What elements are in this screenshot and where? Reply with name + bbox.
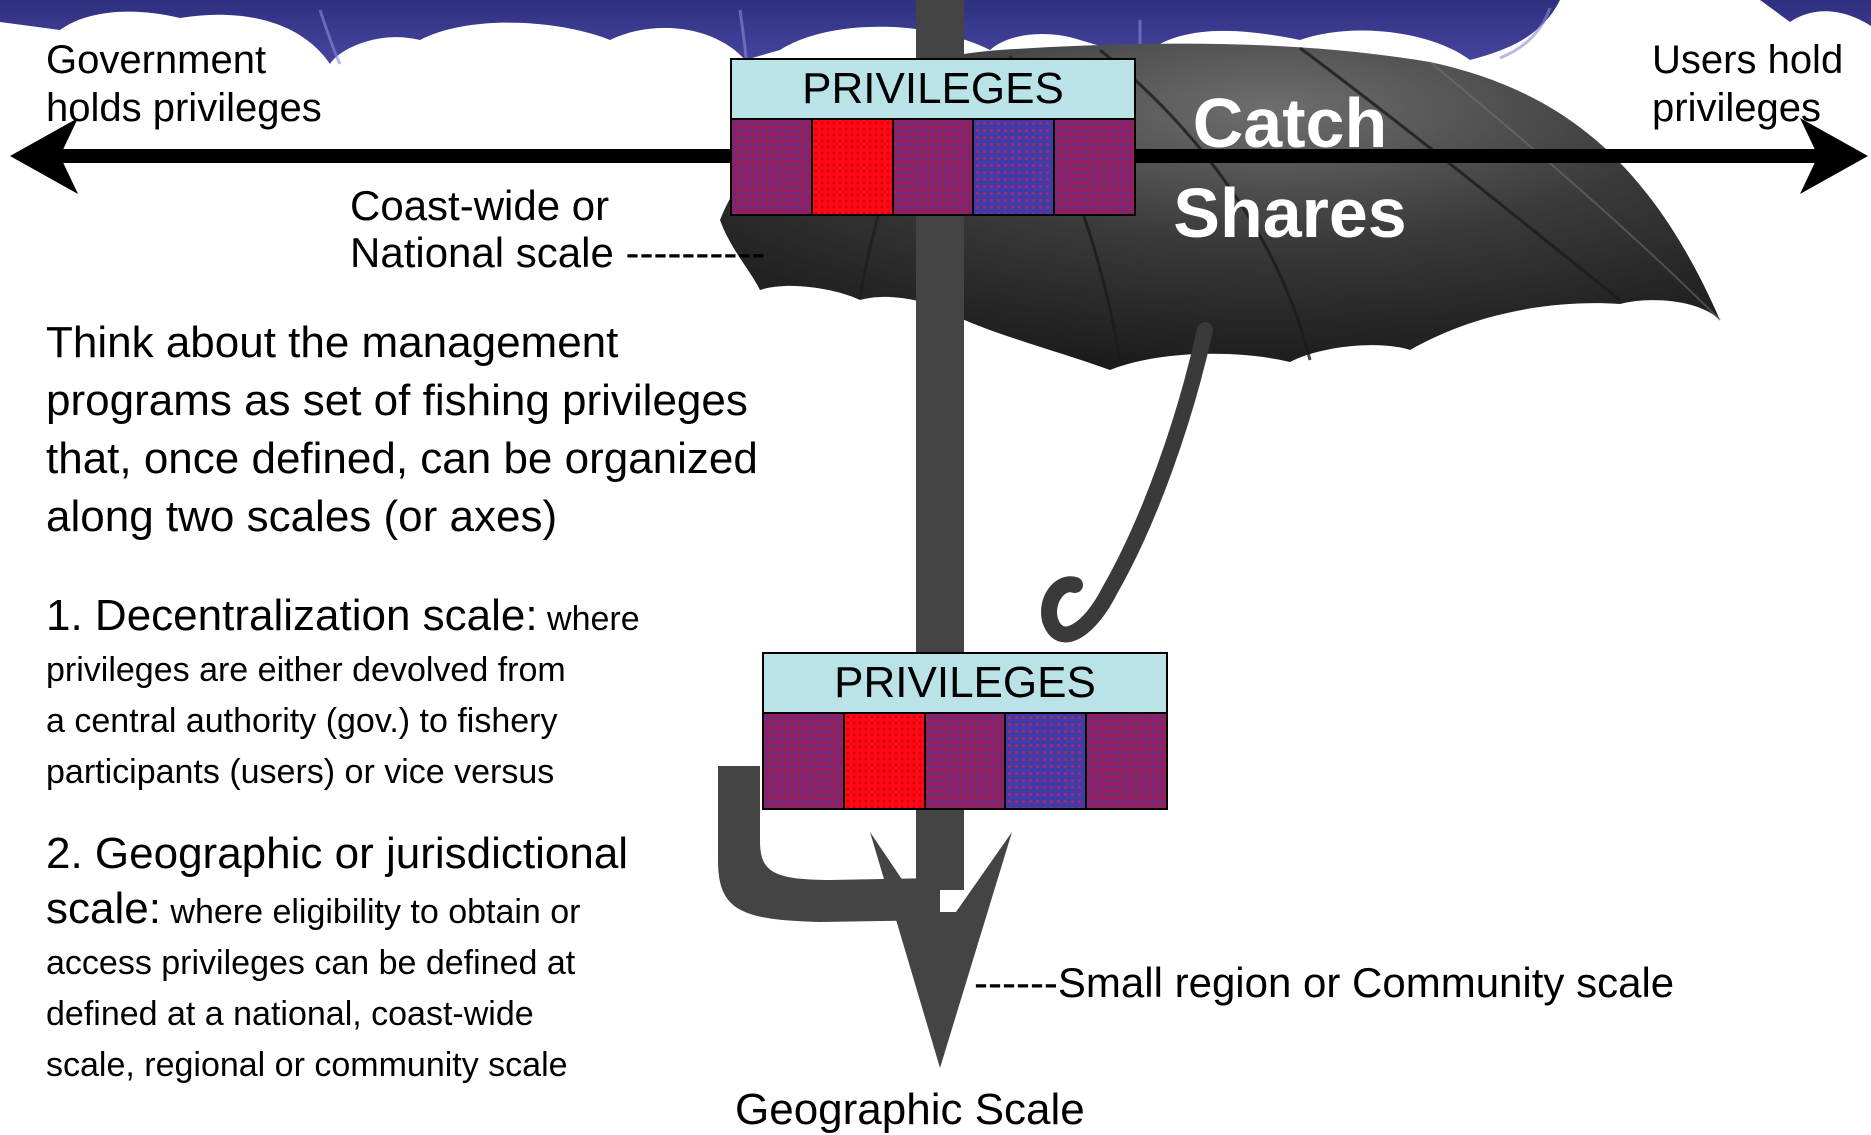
catch-shares-text: Catch Shares: [1173, 84, 1407, 252]
curved-arrow-icon: [718, 766, 940, 922]
catch-shares-label: Catch Shares: [1160, 78, 1420, 258]
privilege-cell-mixed: [1087, 714, 1166, 808]
privileges-box-top: PRIVILEGES: [730, 58, 1136, 216]
umbrella-handle-icon: [1041, 322, 1213, 643]
privilege-cell-mixed: [1055, 120, 1134, 214]
coast-wide-text: Coast-wide or National scale ----------: [350, 182, 766, 276]
intro-text: Think about the management programs as s…: [46, 318, 758, 541]
privilege-cell-mixed: [732, 120, 811, 214]
government-holds-text: Government holds privileges: [46, 38, 322, 130]
privileges-cells-top: [732, 120, 1134, 214]
users-hold-text: Users hold privileges: [1652, 38, 1844, 130]
decentralization-body: where privileges are either devolved fro…: [46, 600, 640, 791]
geographic-scale-label: Geographic Scale: [735, 1085, 1085, 1134]
privileges-cells-bottom: [764, 714, 1166, 808]
privilege-cell-mixed: [893, 120, 973, 214]
users-hold-label: Users hold privileges: [1652, 36, 1843, 132]
small-region-label: ------Small region or Community scale: [974, 959, 1675, 1006]
coast-wide-label: Coast-wide or National scale ----------: [350, 182, 765, 276]
geographic-lead: 2. Geographic or jurisdictional scale:: [46, 829, 629, 933]
privileges-box-bottom: PRIVILEGES: [762, 652, 1168, 810]
privilege-cell-blue: [1006, 714, 1086, 808]
privilege-cell-red: [812, 120, 892, 214]
privilege-cell-red: [844, 714, 924, 808]
privilege-cell-mixed: [925, 714, 1005, 808]
privileges-title-bottom: PRIVILEGES: [764, 654, 1166, 714]
privilege-cell-blue: [974, 120, 1054, 214]
privilege-cell-mixed: [764, 714, 843, 808]
privileges-title-top: PRIVILEGES: [732, 60, 1134, 120]
government-holds-label: Government holds privileges: [46, 36, 322, 132]
geographic-body: where eligibility to obtain or access pr…: [46, 893, 581, 1084]
decentralization-lead: 1. Decentralization scale:: [46, 591, 538, 640]
geographic-item: 2. Geographic or jurisdictional scale: w…: [46, 828, 628, 1091]
decentralization-item: 1. Decentralization scale: where privile…: [46, 590, 640, 798]
intro-paragraph: Think about the management programs as s…: [46, 314, 758, 546]
